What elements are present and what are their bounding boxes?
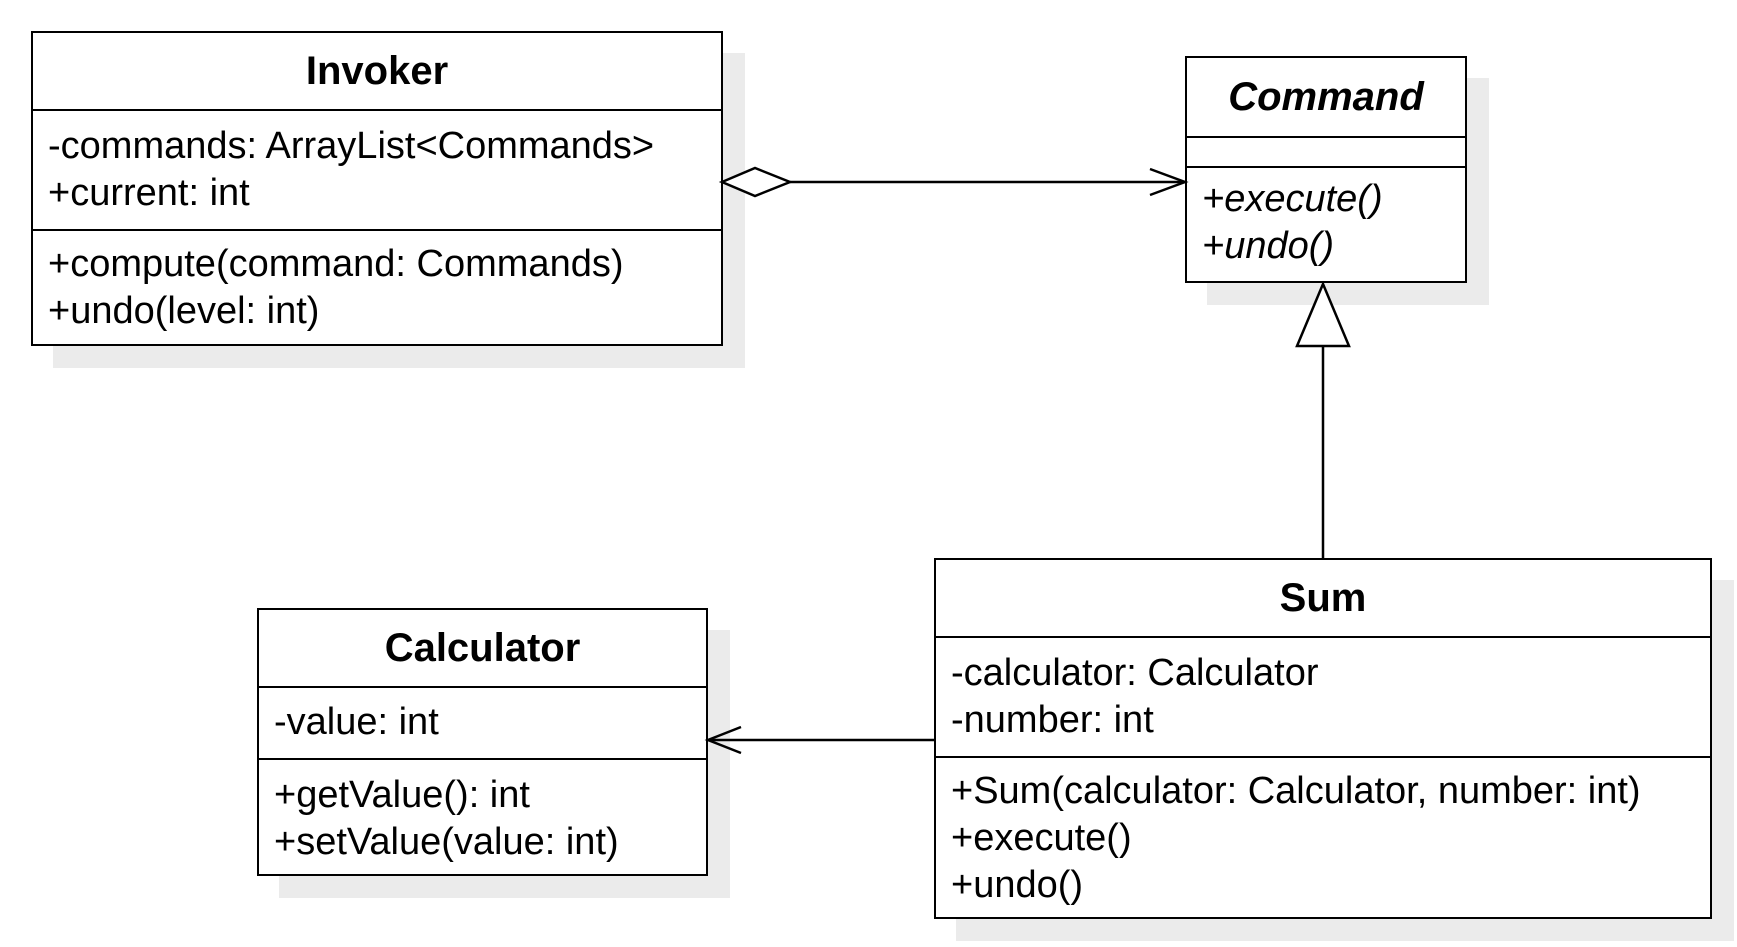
association-arrowhead <box>704 725 742 755</box>
generalization-triangle <box>1295 280 1351 348</box>
class-sum-operations: +Sum(calculator: Calculator, number: int… <box>936 758 1710 909</box>
aggregation-arrowhead <box>1149 167 1189 197</box>
class-invoker-name: Invoker <box>33 33 721 111</box>
class-invoker-attributes: -commands: ArrayList<Commands> +current:… <box>33 111 721 231</box>
association-connector <box>704 725 934 755</box>
operation-row: +compute(command: Commands) <box>48 243 624 285</box>
class-calculator-name: Calculator <box>259 610 706 688</box>
class-command-name: Command <box>1187 58 1465 138</box>
class-calculator-attributes: -value: int <box>259 688 706 760</box>
attribute-row: -calculator: Calculator <box>951 652 1319 694</box>
class-sum-attributes: -calculator: Calculator -number: int <box>936 638 1710 758</box>
generalization-connector <box>1295 280 1351 558</box>
class-invoker: Invoker -commands: ArrayList<Commands> +… <box>31 31 723 346</box>
operation-row: +undo(level: int) <box>48 290 320 332</box>
attribute-row: +current: int <box>48 172 250 214</box>
operation-row: +undo() <box>951 864 1084 906</box>
class-invoker-operations: +compute(command: Commands) +undo(level:… <box>33 231 721 335</box>
class-sum-name: Sum <box>936 560 1710 638</box>
aggregation-diamond <box>718 166 794 198</box>
attribute-row: -value: int <box>274 701 439 743</box>
attribute-row: -number: int <box>951 699 1154 741</box>
class-calculator: Calculator -value: int +getValue(): int … <box>257 608 708 876</box>
operation-row: +Sum(calculator: Calculator, number: int… <box>951 770 1641 812</box>
aggregation-connector <box>718 166 1189 198</box>
class-calculator-operations: +getValue(): int +setValue(value: int) <box>259 760 706 866</box>
attribute-row: -commands: ArrayList<Commands> <box>48 125 655 167</box>
operation-row: +setValue(value: int) <box>274 821 619 863</box>
operation-row: +execute() <box>1202 178 1383 220</box>
class-command-attributes <box>1187 138 1465 168</box>
class-sum: Sum -calculator: Calculator -number: int… <box>934 558 1712 919</box>
operation-row: +getValue(): int <box>274 774 530 816</box>
operation-row: +undo() <box>1202 225 1335 267</box>
operation-row: +execute() <box>951 817 1132 859</box>
class-command-operations: +execute() +undo() <box>1187 168 1465 270</box>
class-command: Command +execute() +undo() <box>1185 56 1467 283</box>
